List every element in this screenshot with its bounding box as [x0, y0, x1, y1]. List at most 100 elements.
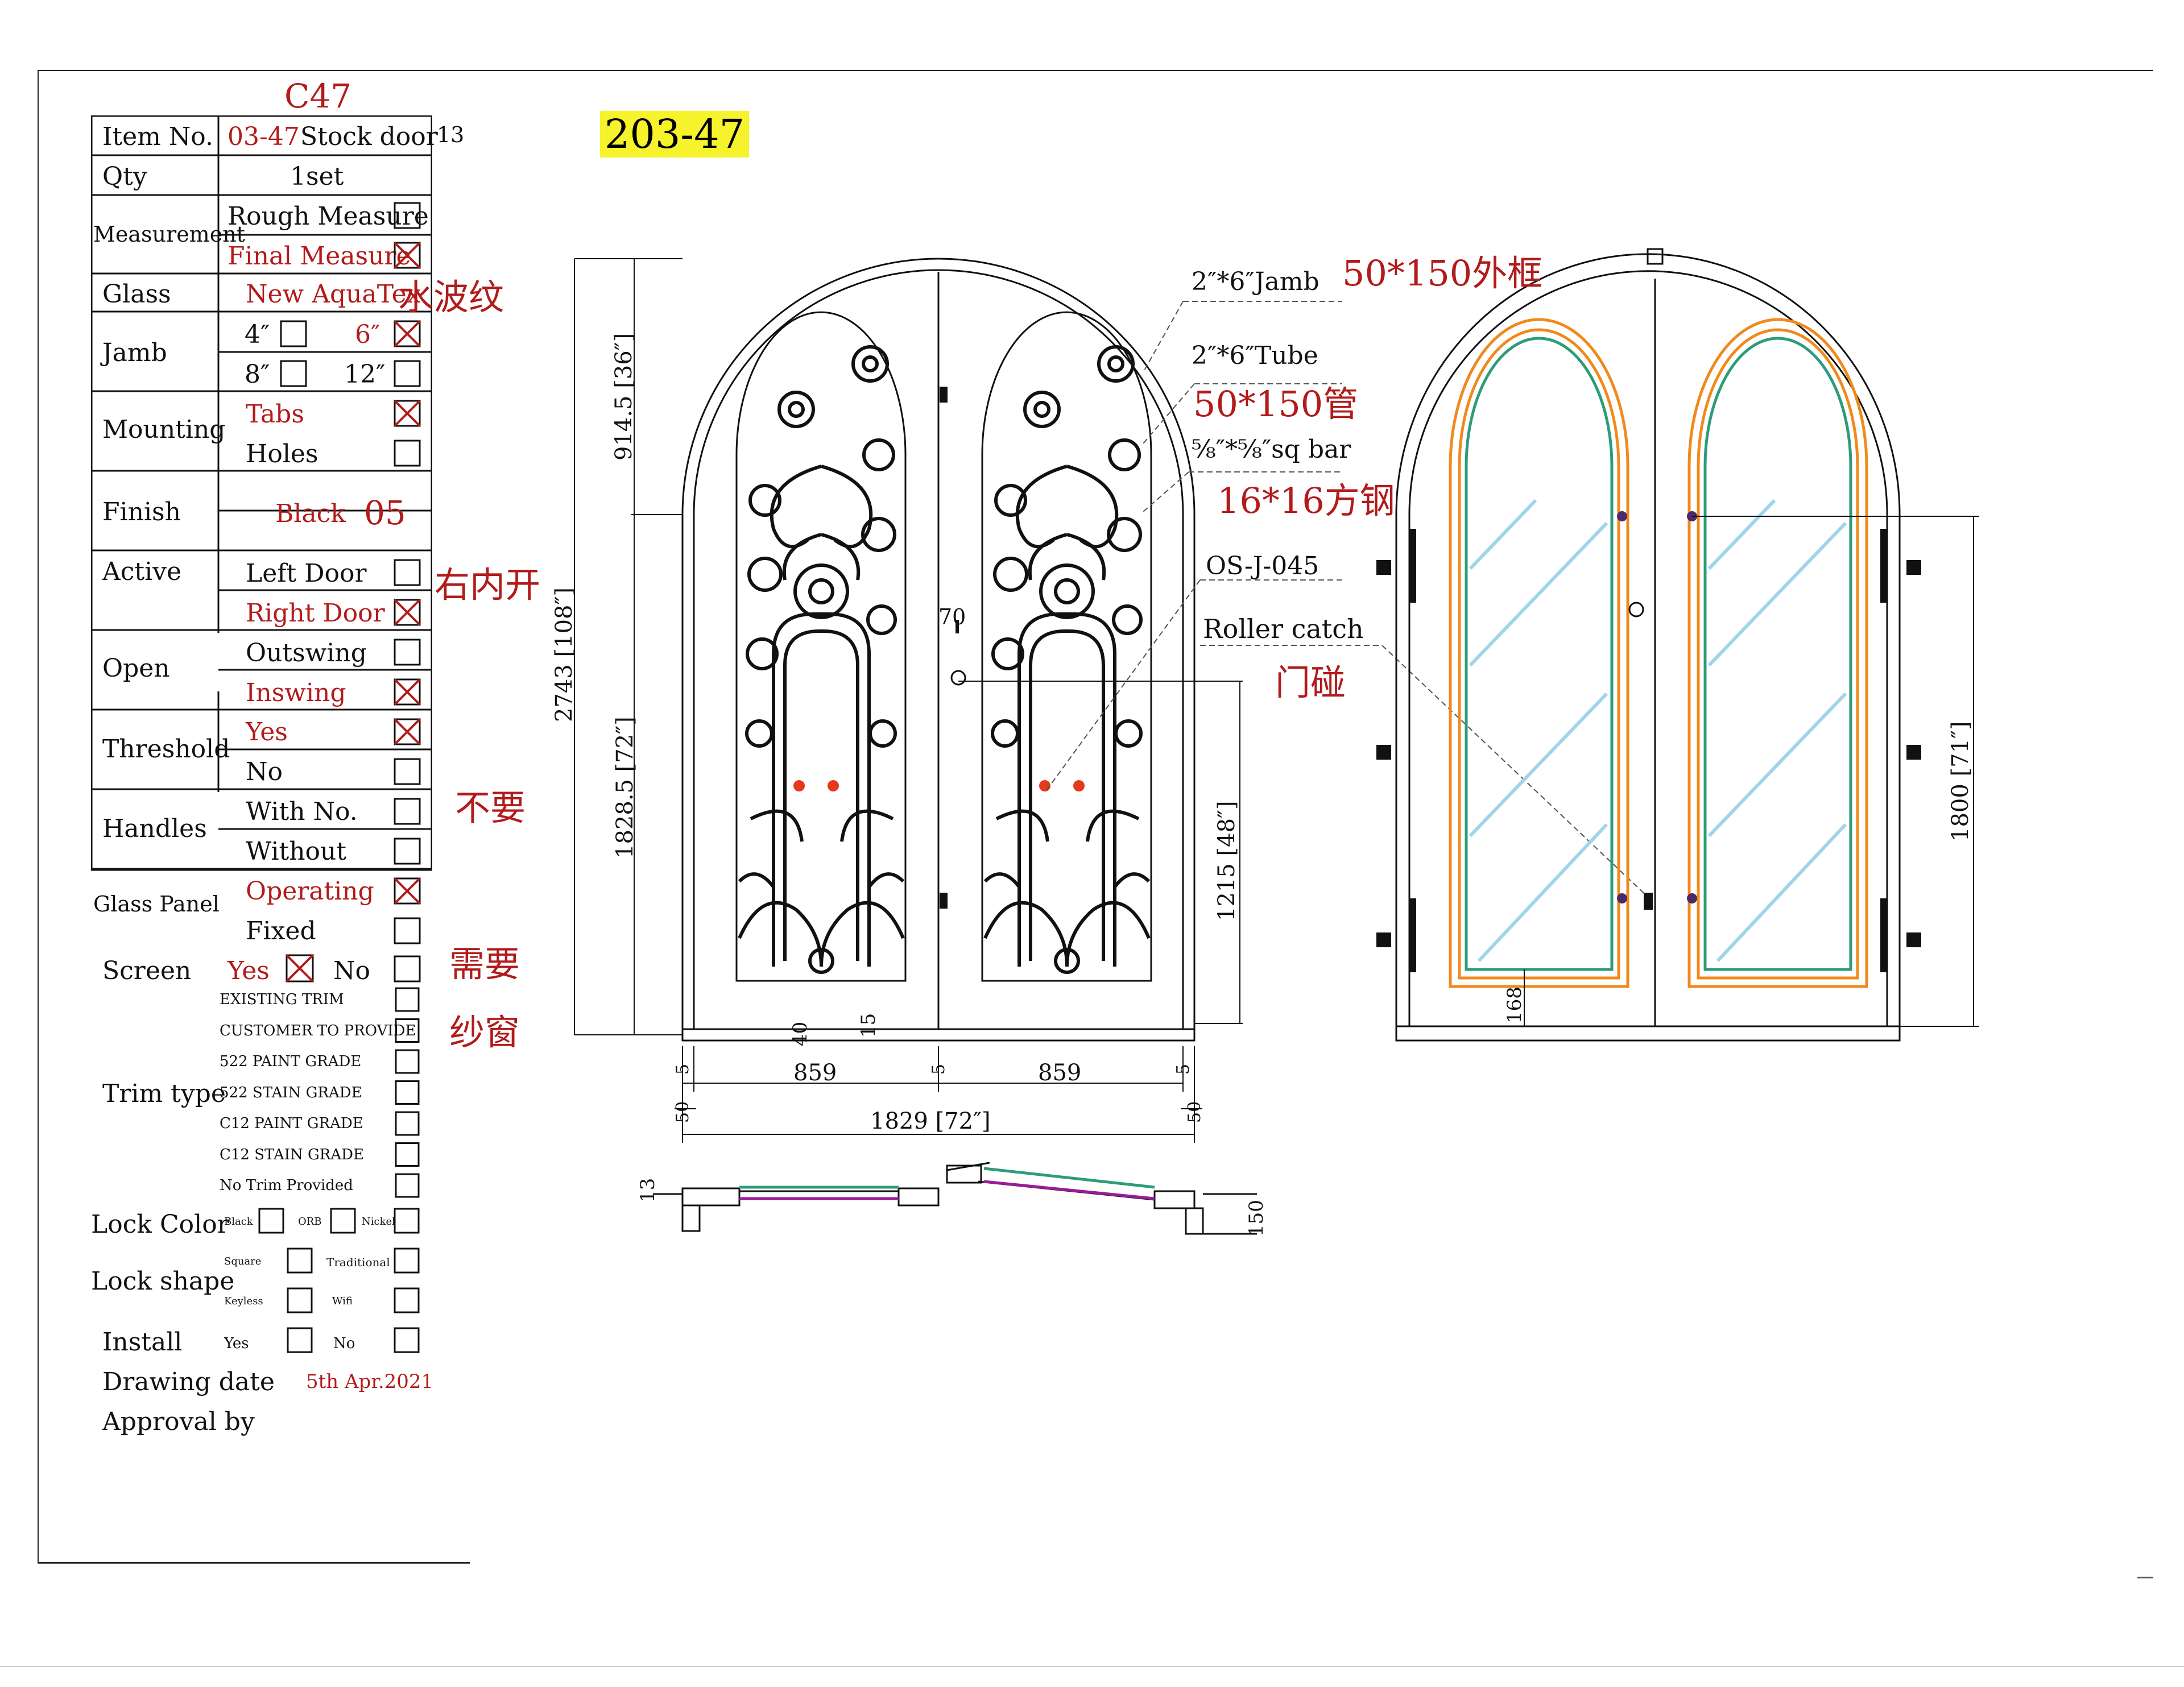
drawing-date-label: Drawing date [102, 1367, 275, 1396]
dim-gap-center: 5 [929, 1064, 949, 1075]
lock-shape-wifi: Wifi [332, 1295, 353, 1307]
open-inswing: Inswing [246, 678, 346, 707]
final-measure-checkbox[interactable] [394, 242, 421, 269]
trim-checkbox[interactable] [395, 1080, 420, 1105]
lock-black-checkbox[interactable] [258, 1208, 284, 1234]
dim-sill-2: 15 [857, 1013, 880, 1038]
holes-checkbox[interactable] [394, 440, 421, 467]
screen-no-checkbox[interactable] [394, 955, 421, 983]
right-door-checkbox[interactable] [394, 599, 421, 626]
front-dimensions [574, 258, 1243, 1143]
screen-yes: Yes [228, 956, 270, 985]
dim-total-height: 2743 [108″] [551, 587, 577, 722]
glass-reflections [1469, 499, 1847, 963]
lock-wifi-checkbox[interactable] [394, 1287, 420, 1313]
glass-panel-fixed: Fixed [246, 917, 316, 946]
dim-leaf-left: 859 [793, 1060, 837, 1086]
handle-hole [950, 670, 966, 686]
jamb-6-checkbox[interactable] [394, 320, 421, 347]
operating-checkbox[interactable] [394, 877, 421, 905]
lock-orb-checkbox[interactable] [330, 1208, 356, 1234]
threshold-label: Threshold [102, 735, 230, 764]
dim-glass-height: 1800 [71″] [1947, 721, 1974, 842]
catch-note: 门碰 [1275, 662, 1346, 703]
handles-with-checkbox[interactable] [394, 798, 421, 825]
install-yes: Yes [224, 1335, 249, 1352]
model-tag: 203-47 [600, 111, 749, 157]
rear-dimensions [1524, 516, 1979, 1027]
callout-tube: 2″*6″Tube [1192, 341, 1318, 370]
install-no-checkbox[interactable] [394, 1327, 420, 1353]
callout-bar: ⅝″*⅝″sq bar [1192, 435, 1351, 464]
threshold-yes-checkbox[interactable] [394, 718, 421, 745]
open-outswing: Outswing [246, 639, 367, 668]
handles-note: 不要 [455, 787, 526, 828]
trim-checkbox[interactable] [395, 1142, 420, 1167]
screen-yes-checkbox[interactable] [286, 954, 314, 983]
handles-without: Without [246, 837, 347, 866]
outswing-checkbox[interactable] [394, 639, 421, 666]
lock-square-checkbox[interactable] [287, 1247, 313, 1274]
qty-value: 1set [290, 162, 344, 191]
glass-label: Glass [102, 280, 171, 309]
rough-measure-checkbox[interactable] [394, 202, 421, 229]
trim-checkbox[interactable] [395, 1018, 420, 1043]
rear-latch [1644, 893, 1653, 910]
threshold-no: No [246, 757, 283, 786]
jamb-8-checkbox[interactable] [280, 360, 307, 387]
active-note: 右内开 [435, 564, 541, 606]
lock-traditional-checkbox[interactable] [394, 1247, 420, 1274]
jamb-label: Jamb [102, 338, 167, 367]
dim-leaf-right: 859 [1038, 1060, 1081, 1086]
screen-note-2: 纱窗 [449, 1012, 520, 1053]
glass-note: 水波纹 [398, 276, 504, 318]
lock-shape-label: Lock shape [91, 1267, 235, 1296]
jamb-12-label: 12″ [344, 360, 386, 389]
rear-hardware [1617, 511, 1697, 903]
jamb-4-checkbox[interactable] [280, 320, 307, 347]
trim-option: 522 STAIN GRADE [220, 1084, 362, 1101]
lock-nickel-checkbox[interactable] [394, 1208, 420, 1234]
fixed-checkbox[interactable] [394, 917, 421, 944]
trim-checkbox[interactable] [395, 1111, 420, 1136]
trim-checkbox[interactable] [395, 1173, 420, 1198]
dim-lower: 1828.5 [72″] [612, 716, 638, 859]
handles-without-checkbox[interactable] [394, 838, 421, 865]
lock-color-nickel: Nickel [362, 1216, 395, 1228]
lock-color-label: Lock Color [91, 1210, 229, 1239]
lock-shape-square: Square [224, 1255, 262, 1267]
trim-checkbox[interactable] [395, 987, 420, 1012]
screen-label: Screen [102, 956, 192, 985]
rear-elevation [1395, 248, 1901, 1042]
jamb-6-label: 6″ [355, 320, 380, 349]
active-right: Right Door [246, 599, 385, 628]
trim-option: C12 STAIN GRADE [220, 1146, 364, 1163]
scroll-grille [738, 345, 1149, 974]
install-yes-checkbox[interactable] [287, 1327, 313, 1353]
finish-value: Black [275, 499, 346, 528]
threshold-yes: Yes [246, 718, 288, 747]
tabs-checkbox[interactable] [394, 400, 421, 427]
handles-with: With No. [246, 797, 358, 826]
open-label: Open [102, 654, 170, 683]
item-no-code: 03-47 [228, 122, 300, 151]
threshold-no-checkbox[interactable] [394, 758, 421, 785]
trim-checkbox[interactable] [395, 1049, 420, 1074]
jamb-12-checkbox[interactable] [394, 360, 421, 387]
rear-frame-orange [1449, 318, 1868, 988]
jamb-8-label: 8″ [245, 360, 270, 389]
mounting-holes: Holes [246, 440, 318, 469]
bar-note: 16*16方钢 [1217, 480, 1395, 521]
approval-label: Approval by [102, 1407, 255, 1436]
inswing-checkbox[interactable] [394, 678, 421, 706]
left-door-checkbox[interactable] [394, 559, 421, 586]
dim-total-width: 1829 [72″] [870, 1108, 991, 1134]
lock-keyless-checkbox[interactable] [287, 1287, 313, 1313]
callout-jamb: 2″*6″Jamb [1192, 267, 1320, 296]
lock-shape-keyless: Keyless [224, 1295, 263, 1307]
glass-value: New AquaTex [246, 280, 421, 309]
dim-handle-offset: 70 [938, 604, 966, 629]
drawing-date-value: 5th Apr.2021 [306, 1370, 434, 1393]
